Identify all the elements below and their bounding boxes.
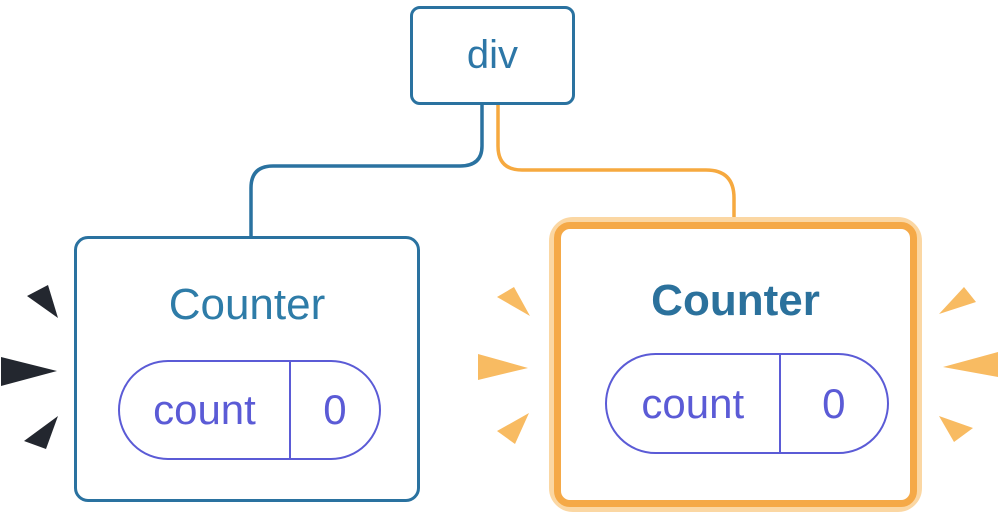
burst-marks-orange-left-icon [478,287,530,444]
burst-marks-orange-right-icon [939,287,998,442]
burst-mark-icon [943,352,998,377]
burst-mark-icon [939,287,976,314]
burst-mark-icon [27,285,58,318]
burst-mark-icon [24,416,58,449]
counter-component-card-left: Counter count 0 [74,236,420,502]
state-key-cell: count [120,362,291,458]
state-pill: count 0 [118,360,381,460]
burst-mark-icon [497,287,530,316]
burst-mark-icon [1,357,57,386]
highlight-ring: Counter count 0 [549,217,922,512]
burst-mark-icon [939,416,973,442]
burst-marks-dark-icon [1,285,58,449]
state-key-cell: count [607,355,781,452]
edge-div-to-right-counter-band [485,100,747,230]
state-pill: count 0 [605,353,889,454]
component-title: Counter [651,276,820,325]
burst-mark-icon [478,354,528,380]
component-title: Counter [168,280,326,329]
burst-mark-icon [497,413,529,444]
edge-div-to-right-counter [496,100,736,230]
state-value-cell: 0 [822,379,846,427]
edge-div-to-left-counter [249,102,484,238]
state-value-cell: 0 [323,386,347,433]
tree-node-div: div [410,6,575,105]
tree-node-div-label: div [466,33,519,77]
counter-component-card-right: Counter count 0 [554,222,917,507]
